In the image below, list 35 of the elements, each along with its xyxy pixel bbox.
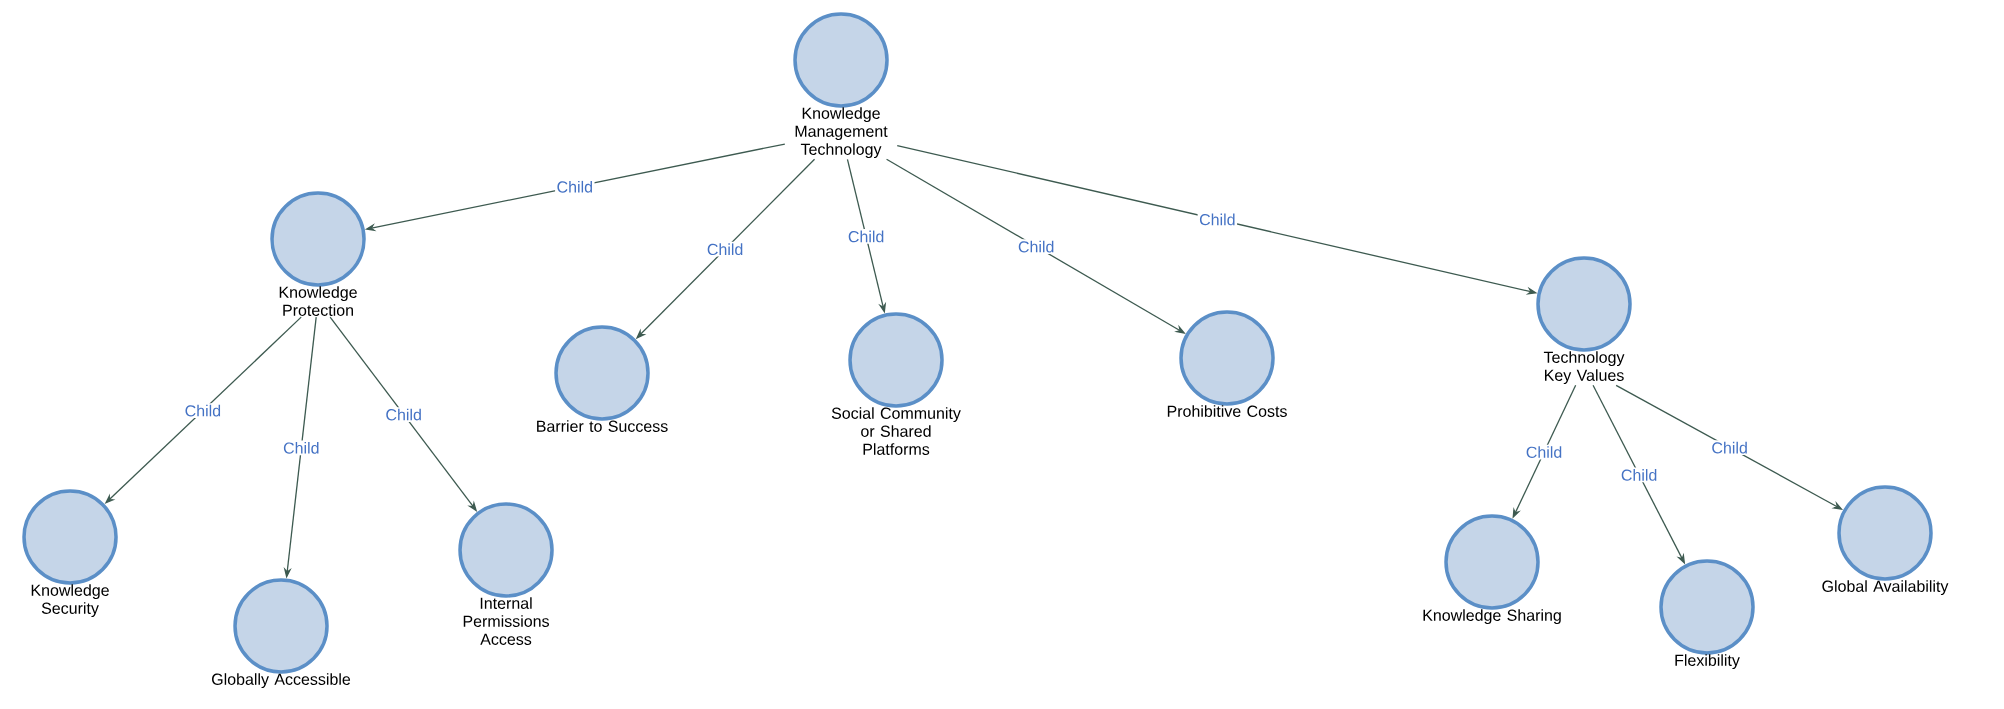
edge-label: Child (386, 408, 421, 421)
circle-node: Technology Key Values (1536, 256, 1632, 385)
edge-label: Child (1018, 240, 1054, 253)
node-label: Knowledge Sharing (1423, 609, 1561, 625)
circle-node: Barrier to Success (537, 325, 668, 432)
node-label: Prohibitive Costs (1167, 405, 1287, 417)
circle-node: Knowledge Protection (270, 191, 366, 316)
edge-label: Child (848, 230, 884, 243)
circle-node: Social Community or Shared Platforms (831, 312, 961, 455)
edge-label: Child (1199, 213, 1235, 226)
circle-node: Flexibility (1659, 559, 1755, 670)
edge-label: Child (1712, 441, 1747, 454)
circle-node: Globally Accessible (212, 578, 351, 689)
edge-label: Child (1526, 446, 1562, 458)
circle-node: Prohibitive Costs (1167, 310, 1287, 417)
circle-node: Internal Permissions Access (458, 502, 554, 645)
circle-node: Knowledge Management Technology (793, 12, 889, 159)
circle-node: Knowledge Sharing (1423, 514, 1561, 625)
circle-node: Global Availability (1822, 485, 1949, 596)
node-label: Internal Permissions Access (463, 597, 549, 645)
node-label: Globally Accessible (212, 673, 351, 689)
edge-label: Child (557, 180, 592, 193)
circle-node: Knowledge Security (22, 489, 118, 618)
node-label: Global Availability (1822, 580, 1949, 596)
node-label: Knowledge Protection (279, 286, 357, 316)
edge-label: Child (707, 243, 743, 256)
edge-label: Child (1621, 469, 1657, 481)
node-label: Barrier to Success (537, 420, 668, 432)
node-label: Knowledge Management Technology (795, 107, 888, 159)
node-label: Knowledge Security (31, 584, 109, 618)
edge-label: Child (283, 442, 319, 454)
edge-label: Child (185, 404, 221, 417)
node-label: Technology Key Values (1543, 351, 1625, 385)
node-label: Flexibility (1675, 654, 1740, 670)
node-label: Social Community or Shared Platforms (831, 407, 961, 455)
